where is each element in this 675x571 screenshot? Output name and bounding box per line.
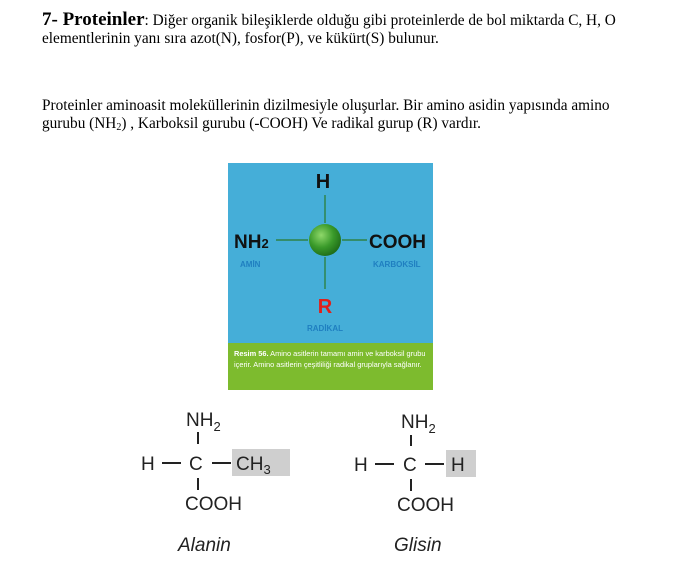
alanin-formula: NH2 H C CH3 COOH (141, 410, 290, 515)
glisin-center-atom: C (403, 455, 417, 476)
amino-acid-figure: H NH2 AMİN COOH KARBOKSİL R RADİKAL Resi… (228, 163, 433, 390)
alanin-left-atom: H (141, 454, 155, 475)
paragraph-proteinler: 7- Proteinler: Diğer organik bileşiklerd… (42, 9, 652, 48)
left-group-name: AMİN (240, 260, 261, 269)
nh2-subscript: 2 (116, 122, 122, 133)
glisin-radical-highlight (446, 450, 476, 477)
glisin-name: Glisin (394, 535, 442, 556)
alanin-radical-highlight (232, 449, 290, 476)
caption-title: Resim 56. (234, 349, 269, 358)
paragraph-text-part2: ) , Karboksil gurubu (-COOH) Ve radikal … (121, 115, 481, 132)
figure-caption: Resim 56. Amino asitlerin tamamı amin ve… (228, 343, 433, 390)
left-group: NH2 (234, 232, 269, 253)
structural-formulas: NH2 H C CH3 COOH NH2 H C H COOH (141, 410, 476, 516)
caption-text: Amino asitlerin tamamı amin ve karboksil… (234, 349, 426, 369)
alanin-name: Alanin (178, 535, 231, 556)
alanin-top-group: NH2 (186, 410, 221, 434)
paragraph-aminoasit: Proteinler aminoasit moleküllerinin dizi… (42, 97, 652, 133)
glisin-left-atom: H (354, 455, 368, 476)
right-group: COOH (369, 232, 426, 253)
glisin-bottom-group: COOH (397, 495, 454, 516)
glisin-formula: NH2 H C H COOH (354, 412, 476, 516)
bottom-group: R (318, 296, 333, 318)
amino-acid-diagram: H NH2 AMİN COOH KARBOKSİL R RADİKAL (234, 171, 426, 333)
alanin-center-atom: C (189, 454, 203, 475)
glisin-top-group: NH2 (401, 412, 436, 436)
paragraph-text-part1: Proteinler aminoasit moleküllerinin dizi… (42, 97, 610, 132)
alanin-radical: CH3 (236, 454, 271, 477)
glisin-radical: H (451, 455, 465, 476)
central-carbon-sphere (309, 224, 341, 256)
alanin-bottom-group: COOH (185, 494, 242, 515)
paragraph-text: : Diğer organik bileşiklerde olduğu gibi… (42, 12, 616, 47)
section-heading: 7- Proteinler (42, 9, 145, 30)
top-group: H (316, 171, 330, 193)
right-group-name: KARBOKSİL (373, 260, 421, 269)
bottom-group-name: RADİKAL (307, 324, 343, 333)
